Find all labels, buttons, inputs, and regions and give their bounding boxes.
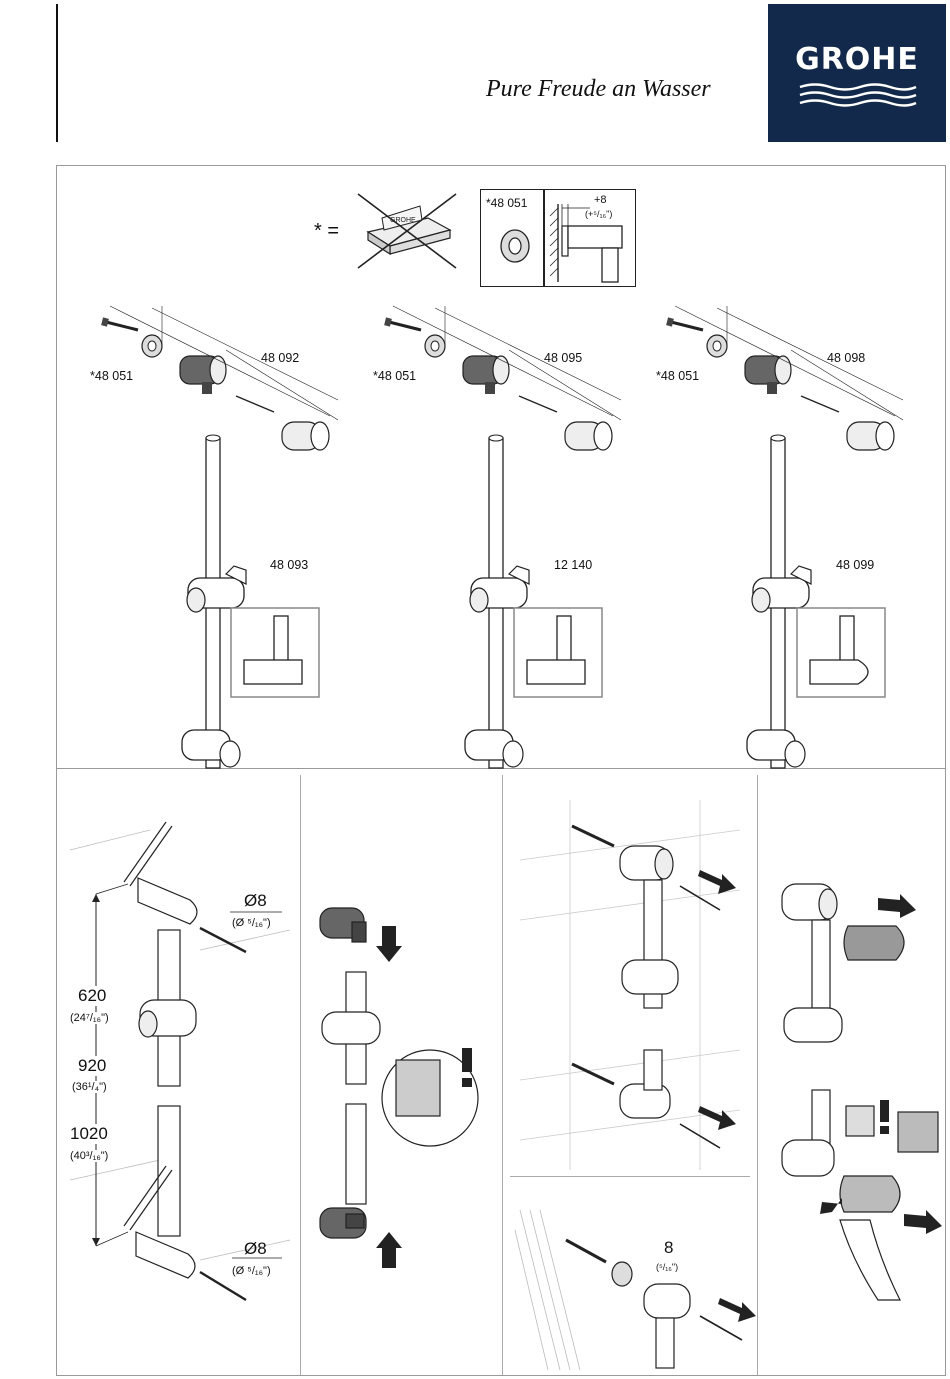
height-1020-inch: (40³/₁₆") xyxy=(70,1150,108,1162)
spacer-dim: 8 xyxy=(664,1238,673,1258)
height-920: 920 xyxy=(78,1056,106,1076)
drill-diameter-inch: (Ø ⁵/₁₆") xyxy=(232,917,271,929)
drill-diameter-2: Ø8 xyxy=(244,1239,267,1259)
drill-diameter-inch-2: (Ø ⁵/₁₆") xyxy=(232,1265,271,1277)
spacer-dim-inch: (⁵/₁₆") xyxy=(656,1262,678,1272)
height-1020: 1020 xyxy=(70,1124,108,1144)
height-920-inch: (36¹/₄") xyxy=(72,1081,107,1093)
height-620-inch: (24⁷/₁₆") xyxy=(70,1012,109,1024)
drill-diameter: Ø8 xyxy=(244,891,267,911)
height-620: 620 xyxy=(78,986,106,1006)
